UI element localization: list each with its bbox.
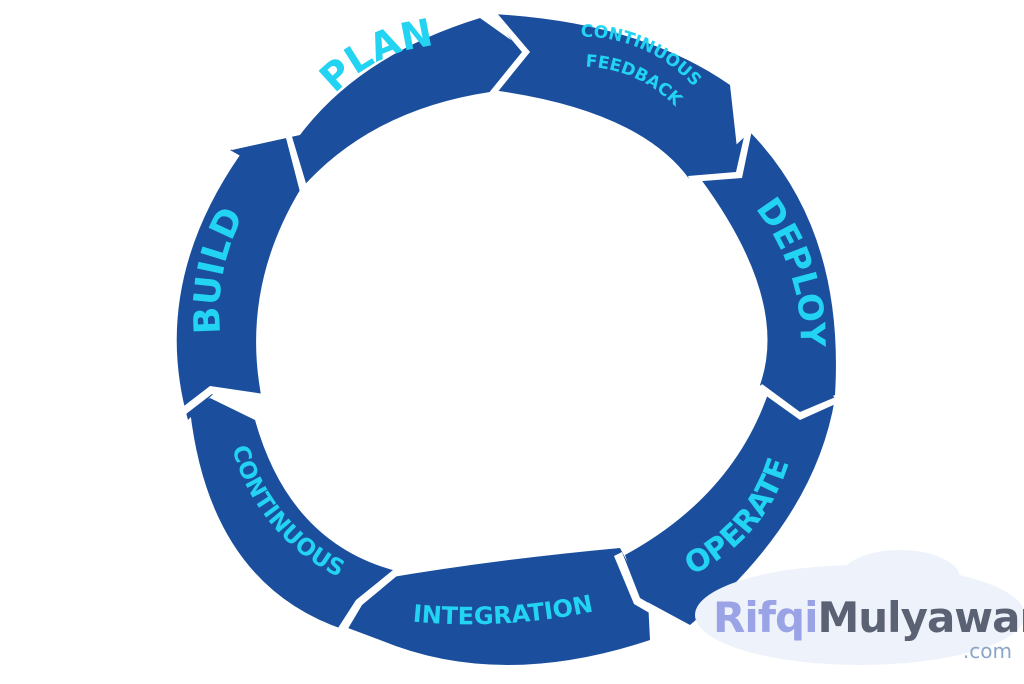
gap-feedback-deploy xyxy=(688,128,752,182)
watermark-part2: Mulyawan xyxy=(817,593,1024,642)
segment-plan xyxy=(230,18,525,190)
gap-integration-continuous xyxy=(338,566,404,632)
gap-plan-feedback xyxy=(488,12,530,94)
watermark: RifqiMulyawan .com xyxy=(695,550,1024,665)
gap-operate-integration xyxy=(614,552,692,634)
segment-operate xyxy=(625,375,835,625)
watermark-text: RifqiMulyawan xyxy=(713,593,1024,642)
gap-deploy-operate xyxy=(758,384,840,420)
segment-deploy xyxy=(700,132,836,410)
segment-integration xyxy=(340,548,650,665)
segment-build xyxy=(176,140,300,420)
segment-continuous-feedback xyxy=(492,14,740,180)
segment-continuous xyxy=(190,398,400,630)
gap-build-plan xyxy=(232,130,308,192)
watermark-part1: Rifqi xyxy=(713,593,817,642)
watermark-cloud-bump xyxy=(840,550,960,606)
gap-continuous-build xyxy=(184,386,264,414)
watermark-domain: .com xyxy=(963,639,1012,663)
